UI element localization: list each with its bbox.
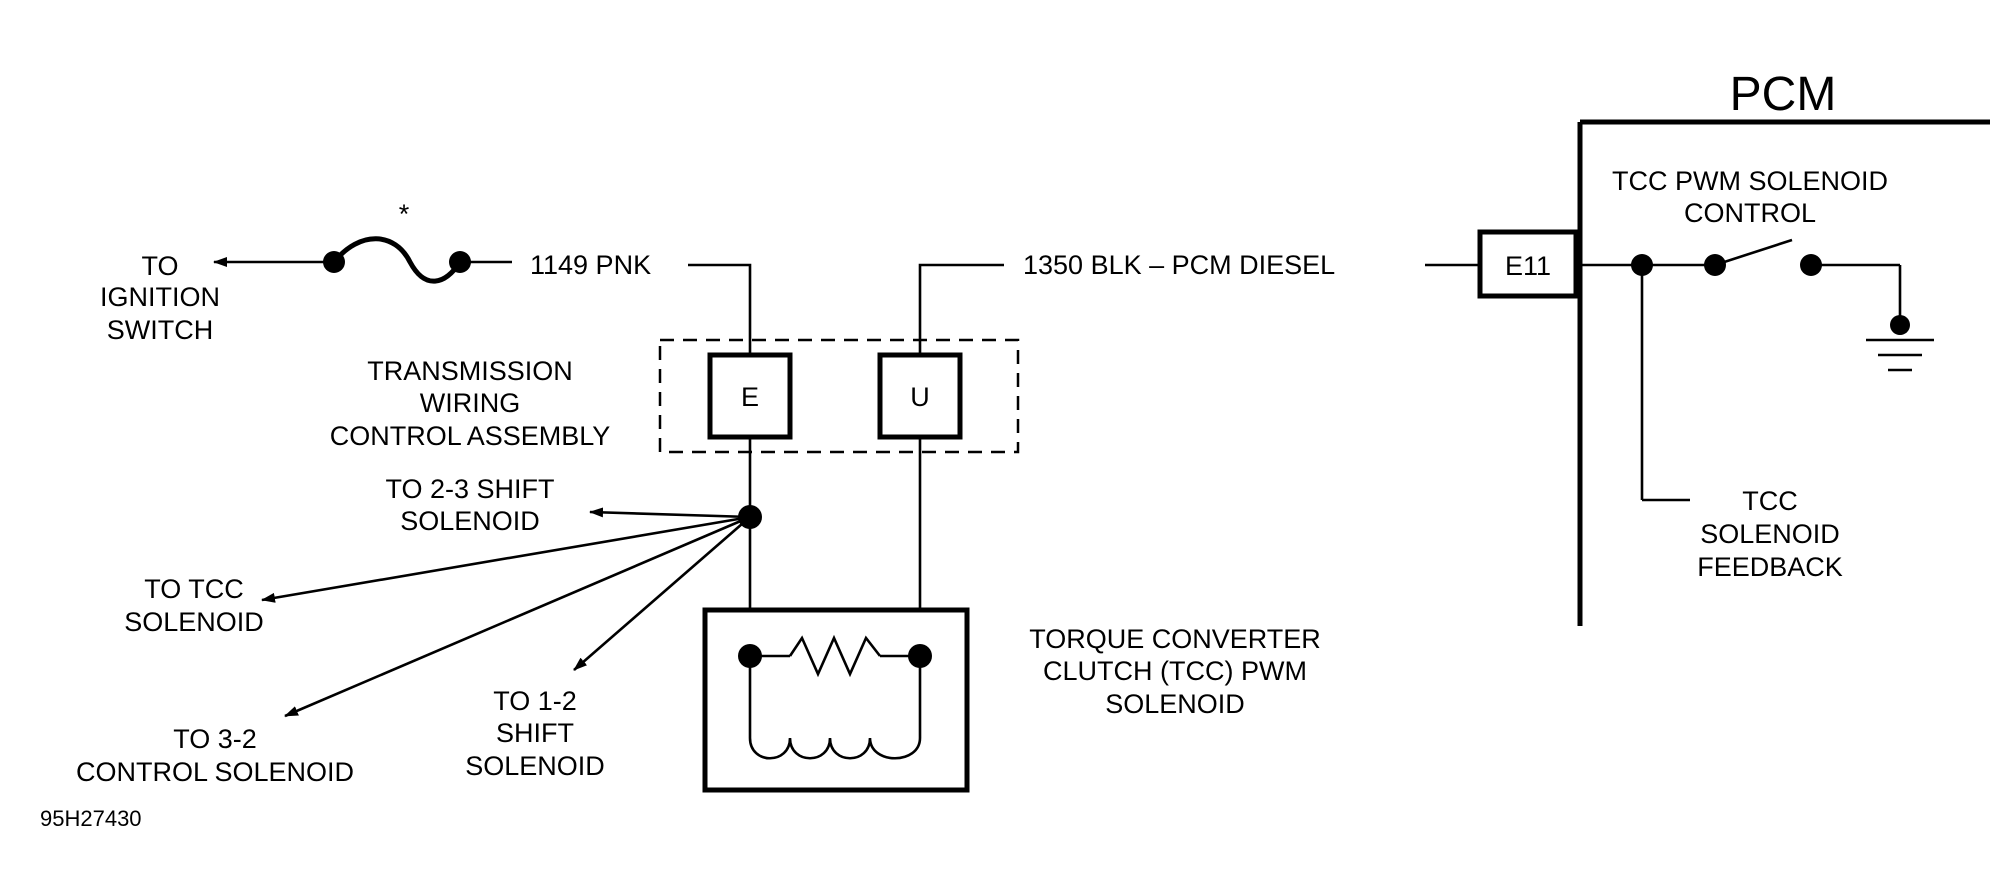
wire-1350-label: 1350 BLK – PCM DIESEL (1023, 250, 1335, 280)
pwm-control-label-line1: TCC PWM SOLENOID (1612, 166, 1888, 196)
to-12-line2: SHIFT (496, 718, 574, 748)
to-ignition-line2: IGNITION (100, 282, 220, 312)
twca-dashed-box (658, 338, 1020, 454)
arrow-to-12 (573, 516, 751, 671)
twca-label-line3: CONTROL ASSEMBLY (330, 421, 611, 451)
pcm-label: PCM (1730, 68, 1837, 121)
pin-e-label: E (741, 382, 759, 412)
tcc-solenoid-line2: CLUTCH (TCC) PWM (1043, 656, 1307, 686)
feedback-label-line1: TCC (1742, 486, 1798, 516)
pwm-control-label-line2: CONTROL (1684, 198, 1816, 228)
to-23-line1: TO 2-3 SHIFT (385, 474, 554, 504)
switch-blade (1714, 238, 1793, 267)
connector-e11: E11 (1477, 229, 1579, 299)
wire-1149-right (688, 263, 752, 355)
feedback-label-line2: SOLENOID (1700, 519, 1840, 549)
ground-dot (1890, 315, 1910, 335)
twca-label-line1: TRANSMISSION (367, 356, 573, 386)
figure-id: 95H27430 (40, 806, 142, 831)
pin-u: U (877, 352, 963, 440)
to-23-line2: SOLENOID (400, 506, 540, 536)
tcc-solenoid (702, 607, 970, 793)
to-tcc-line2: SOLENOID (124, 607, 264, 637)
to-ignition-line3: SWITCH (107, 315, 213, 345)
resistor-symbol (788, 634, 882, 678)
pcm-boundary (1577, 119, 1990, 626)
pin-u-label: U (910, 382, 930, 412)
fuse (213, 236, 512, 284)
fuse-marker: * (399, 199, 410, 229)
to-tcc-line1: TO TCC (144, 574, 244, 604)
ground-symbol (1866, 338, 1934, 372)
tcc-solenoid-line3: SOLENOID (1105, 689, 1245, 719)
wire-1350-left (918, 263, 1004, 355)
to-12-line1: TO 1-2 (493, 686, 577, 716)
to-32-line2: CONTROL SOLENOID (76, 757, 354, 787)
wire-1149-label: 1149 PNK (530, 250, 651, 280)
feedback-label-line3: FEEDBACK (1697, 552, 1843, 582)
to-12-line3: SOLENOID (465, 751, 605, 781)
arrow-to-23 (589, 507, 751, 519)
coil-symbol (748, 656, 922, 760)
to-32-line1: TO 3-2 (173, 724, 257, 754)
twca-label-line2: WIRING (420, 388, 521, 418)
tcc-solenoid-line1: TORQUE CONVERTER (1029, 624, 1321, 654)
pcm-switch-circuit (1580, 238, 1910, 335)
connector-e11-label: E11 (1505, 251, 1551, 281)
to-ignition-line1: TO (141, 251, 178, 281)
arrow-to-tcc (261, 515, 751, 603)
pin-e: E (707, 352, 793, 440)
arrow-to-32 (284, 515, 751, 718)
feedback-line (1640, 265, 1690, 502)
